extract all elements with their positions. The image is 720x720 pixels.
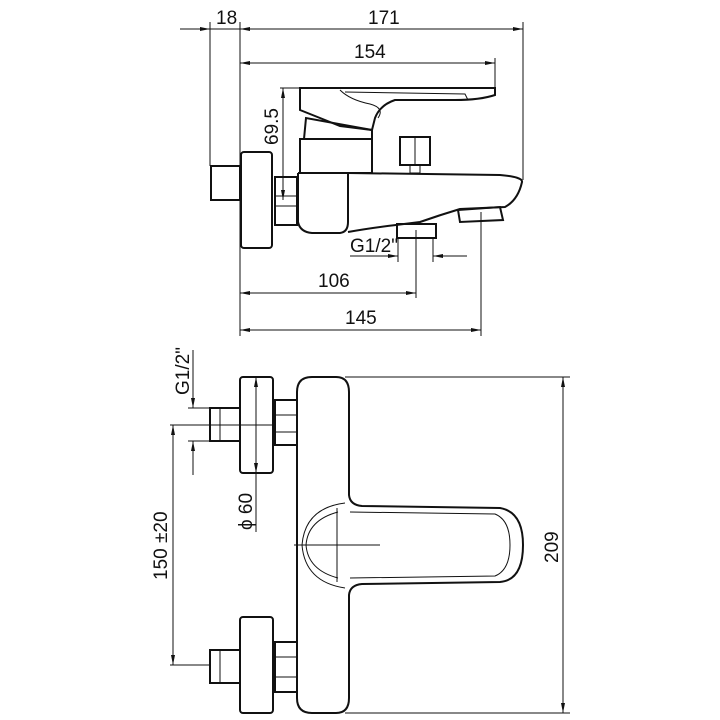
- dim-label-154: 154: [354, 42, 386, 63]
- dim-label-171: 171: [368, 8, 400, 29]
- dim-label-60: ϕ 60: [236, 493, 257, 530]
- dim-label-106: 106: [318, 271, 350, 292]
- dim-label-145: 145: [345, 308, 377, 329]
- front-view: 150 ±20 G1/2" ϕ 60 209: [151, 347, 570, 714]
- dim-label-150: 150 ±20: [151, 511, 172, 580]
- dim-label-18: 18: [216, 8, 237, 29]
- dim-label-209: 209: [542, 531, 563, 563]
- side-view: 18 171 154 69.5: [180, 8, 524, 336]
- dim-label-inlet-thread: G1/2": [173, 347, 194, 395]
- dim-label-outlet-thread: G1/2": [350, 236, 398, 257]
- dim-label-69-5: 69.5: [262, 108, 283, 145]
